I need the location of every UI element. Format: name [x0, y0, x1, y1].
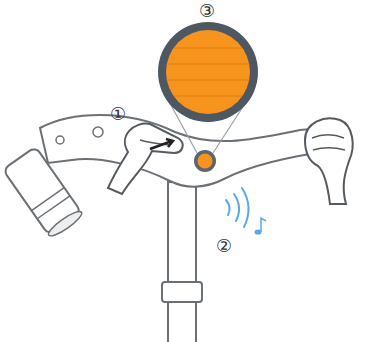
magnified-button: [166, 30, 250, 114]
right-hand: [305, 118, 353, 204]
steerer-tube: [168, 182, 196, 342]
handlebar: [40, 115, 336, 187]
callout-number: ①: [110, 104, 126, 124]
music-note: [255, 218, 267, 235]
finger-line: [312, 135, 345, 150]
bolt: [93, 127, 103, 137]
sound-waves: [226, 188, 249, 227]
button-texture: [160, 48, 256, 96]
left-hand: [108, 124, 183, 194]
button-ring: [194, 150, 216, 172]
bolt: [56, 136, 64, 144]
press-arrow: [150, 139, 173, 149]
magnifier-ring: [158, 22, 258, 122]
callout-number: ③: [199, 1, 215, 21]
clamp: [162, 282, 202, 302]
button: [198, 154, 213, 169]
callout-number: ②: [216, 236, 232, 256]
